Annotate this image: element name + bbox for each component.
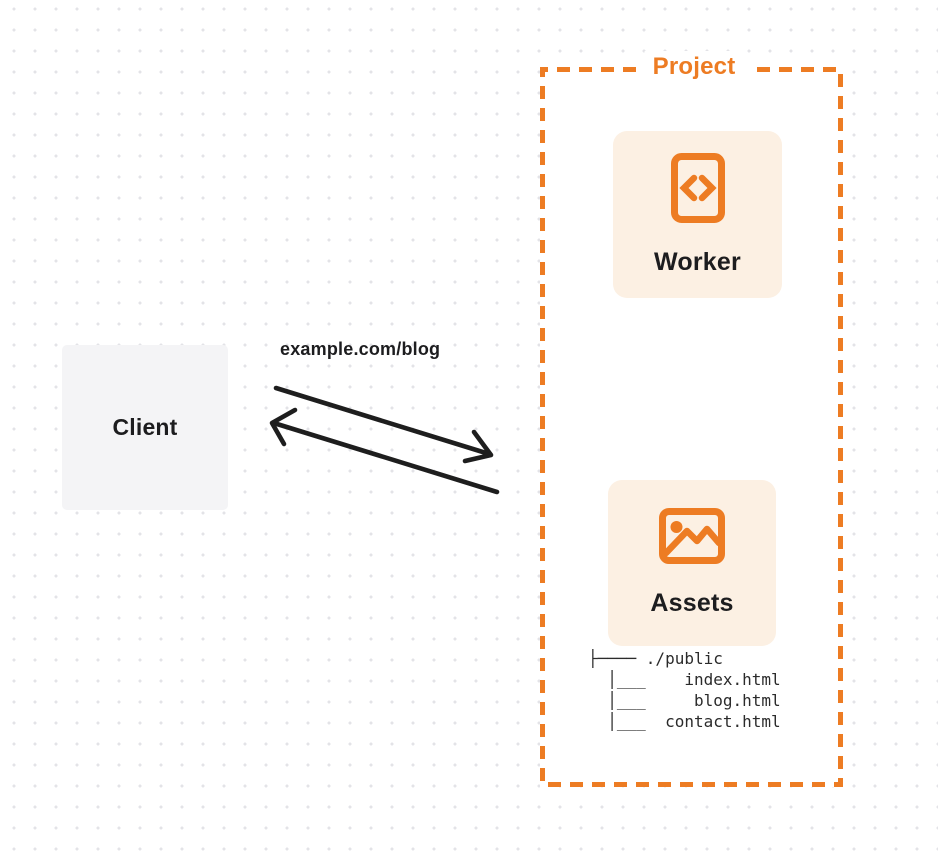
client-label: Client [112, 414, 178, 440]
project-label: Project [644, 51, 744, 83]
assets-card: Assets [608, 480, 776, 646]
request-url-label: example.com/blog [280, 339, 441, 359]
response-arrow [269, 407, 500, 495]
code-file-icon [670, 152, 725, 223]
chevron-left-icon [678, 174, 697, 201]
chevron-right-icon [698, 174, 717, 201]
code-file-outline [670, 152, 725, 223]
response-arrowhead [269, 407, 298, 447]
image-sun-dot [670, 521, 683, 533]
client-box: Client [62, 345, 228, 510]
worker-label: Worker [654, 247, 741, 276]
image-frame [659, 508, 725, 564]
worker-card: Worker [613, 131, 782, 298]
file-tree-line-blog: │___ blog.html [588, 691, 781, 710]
image-icon [659, 508, 725, 564]
request-arrow-shaft [273, 385, 489, 456]
image-mountains [662, 525, 723, 557]
request-arrow [273, 385, 494, 464]
project-dashed-border [540, 67, 843, 787]
file-tree: ├──── ./public │___ index.html │___ blog… [588, 648, 781, 732]
file-tree-line-public: ├──── ./public [588, 649, 723, 668]
assets-label: Assets [650, 589, 734, 617]
file-tree-line-index: │___ index.html [588, 670, 781, 689]
response-arrow-shaft [274, 421, 500, 495]
file-tree-line-contact: │___ contact.html [588, 712, 781, 731]
request-arrowhead [462, 429, 494, 464]
